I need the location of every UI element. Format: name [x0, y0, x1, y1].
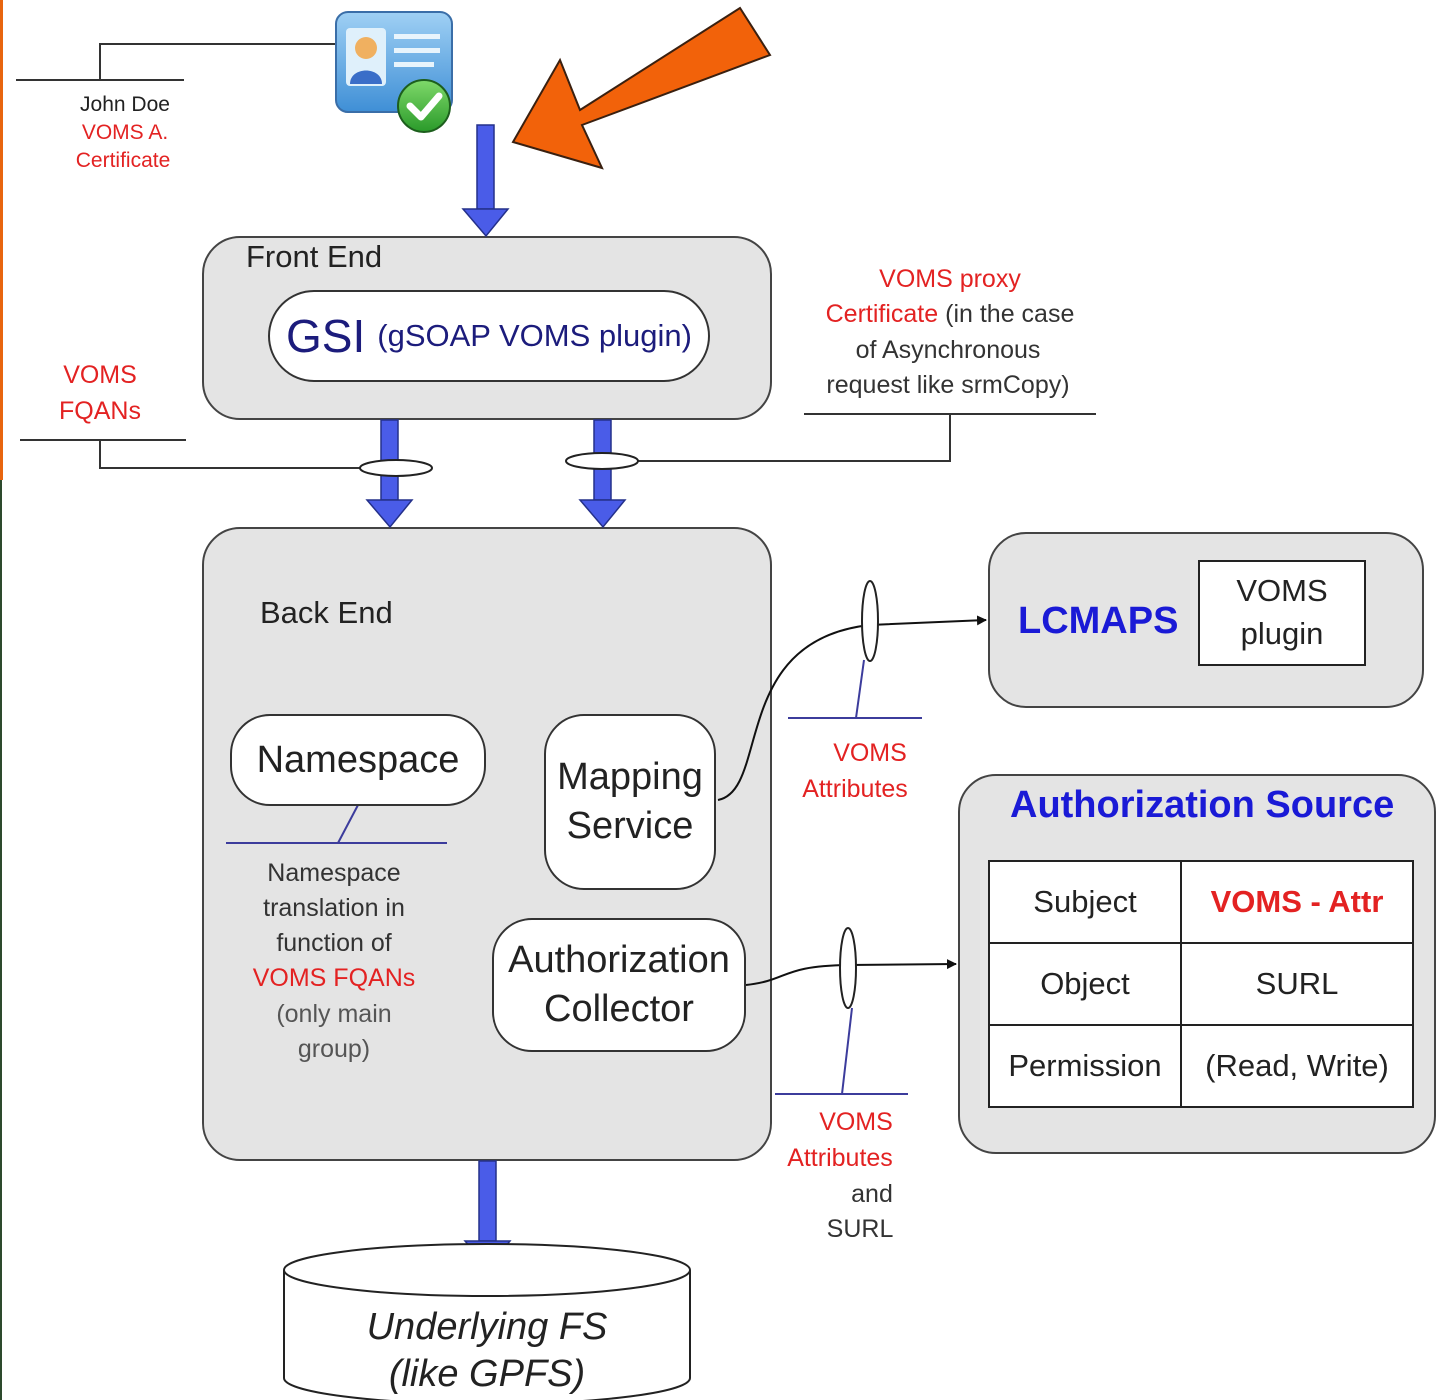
lcmaps-label: LCMAPS — [1018, 600, 1179, 642]
proxy-note-line2-rest: (in the case — [938, 300, 1075, 328]
mapping-to-lcmaps-line — [717, 615, 987, 801]
left-frame-dark — [0, 480, 2, 1400]
storage-cylinder — [283, 1243, 691, 1400]
proxy-ring — [565, 452, 639, 470]
authorization-source-table: Subject VOMS - Attr Object SURL Permissi… — [988, 860, 1414, 1108]
voms-fqans-line2: FQANs — [59, 397, 141, 425]
authsource-ring — [839, 927, 857, 1009]
voms-attrs-1-line1: VOMS — [833, 739, 907, 767]
lcmaps-ring — [861, 580, 879, 662]
voms-fqans-line1: VOMS — [63, 361, 137, 389]
table-row: Subject VOMS - Attr — [988, 860, 1414, 944]
gsi-sub: (gSOAP VOMS plugin) — [377, 318, 692, 353]
storage-line1: Underlying FS — [366, 1306, 608, 1348]
voms-attrs-2-callout — [775, 1007, 908, 1095]
voms-plugin-line1: VOMS — [1236, 573, 1328, 609]
back-end-title: Back End — [260, 595, 393, 630]
voms-attrs-2-line3: and — [851, 1180, 893, 1208]
table-row: Permission (Read, Write) — [988, 1024, 1414, 1108]
collector-line2: Collector — [544, 988, 694, 1030]
collector-line1: Authorization — [508, 939, 730, 982]
voms-attrs-1-callout — [788, 659, 922, 719]
namespace-callout — [226, 804, 447, 844]
front-end-title: Front End — [246, 239, 383, 274]
namespace-note-line2: translation in — [263, 894, 405, 922]
fqans-ring — [359, 459, 433, 477]
mapping-line2: Service — [566, 805, 694, 847]
namespace-note-line3: function of — [276, 929, 392, 957]
fqans-callout-line — [20, 439, 360, 469]
voms-plugin-box: VOMS plugin — [1198, 560, 1366, 666]
proxy-note-line2: Certificate (in the case — [800, 299, 1100, 330]
namespace-note-line1: Namespace — [267, 859, 401, 887]
voms-attrs-2-line4: SURL — [826, 1215, 894, 1243]
auth-row-object-value: SURL — [1180, 942, 1414, 1026]
proxy-note-line2-red: Certificate — [825, 300, 939, 328]
authorization-collector-pill: Authorization Collector — [492, 918, 746, 1052]
auth-row-object-key: Object — [988, 942, 1182, 1026]
proxy-callout-line — [636, 413, 1096, 462]
auth-row-subject-key: Subject — [988, 860, 1182, 944]
mapping-service-pill: Mapping Service — [544, 714, 716, 890]
namespace-label: Namespace — [256, 738, 460, 781]
user-certificate-icon — [332, 8, 456, 136]
user-callout-line — [16, 43, 336, 81]
user-name: John Doe — [80, 93, 170, 116]
voms-attrs-1-line2: Attributes — [802, 775, 908, 803]
namespace-note-line4: VOMS FQANs — [252, 964, 416, 992]
voms-attrs-2-line2: Attributes — [787, 1144, 893, 1172]
blue-arrow-into-frontend — [461, 124, 510, 238]
proxy-note-line4: request like srmCopy) — [826, 371, 1070, 399]
mapping-line1: Mapping — [557, 756, 703, 799]
proxy-note-line1: VOMS proxy — [879, 265, 1021, 293]
auth-row-subject-value: VOMS - Attr — [1180, 860, 1414, 944]
namespace-note-line5: (only main — [276, 1000, 392, 1028]
highlight-arrow — [511, 6, 772, 170]
voms-attrs-2-line1: VOMS — [819, 1108, 893, 1136]
blue-arrow-fe-be-right — [578, 419, 627, 529]
namespace-note-line6: group) — [297, 1035, 371, 1063]
user-cert-line2: Certificate — [75, 149, 171, 172]
gsi-pill: GSI (gSOAP VOMS plugin) — [268, 290, 710, 382]
proxy-note-line3: of Asynchronous — [855, 336, 1041, 364]
storage-line2: (like GPFS) — [388, 1353, 586, 1395]
table-row: Object SURL — [988, 942, 1414, 1026]
auth-row-permission-key: Permission — [988, 1024, 1182, 1108]
user-cert-line1: VOMS A. — [81, 121, 169, 144]
left-frame-orange — [0, 0, 3, 480]
auth-row-permission-value: (Read, Write) — [1180, 1024, 1414, 1108]
authorization-source-title: Authorization Source — [1010, 784, 1395, 826]
gsi-main: GSI — [286, 310, 366, 362]
namespace-pill: Namespace — [230, 714, 486, 806]
voms-plugin-line2: plugin — [1240, 616, 1324, 651]
